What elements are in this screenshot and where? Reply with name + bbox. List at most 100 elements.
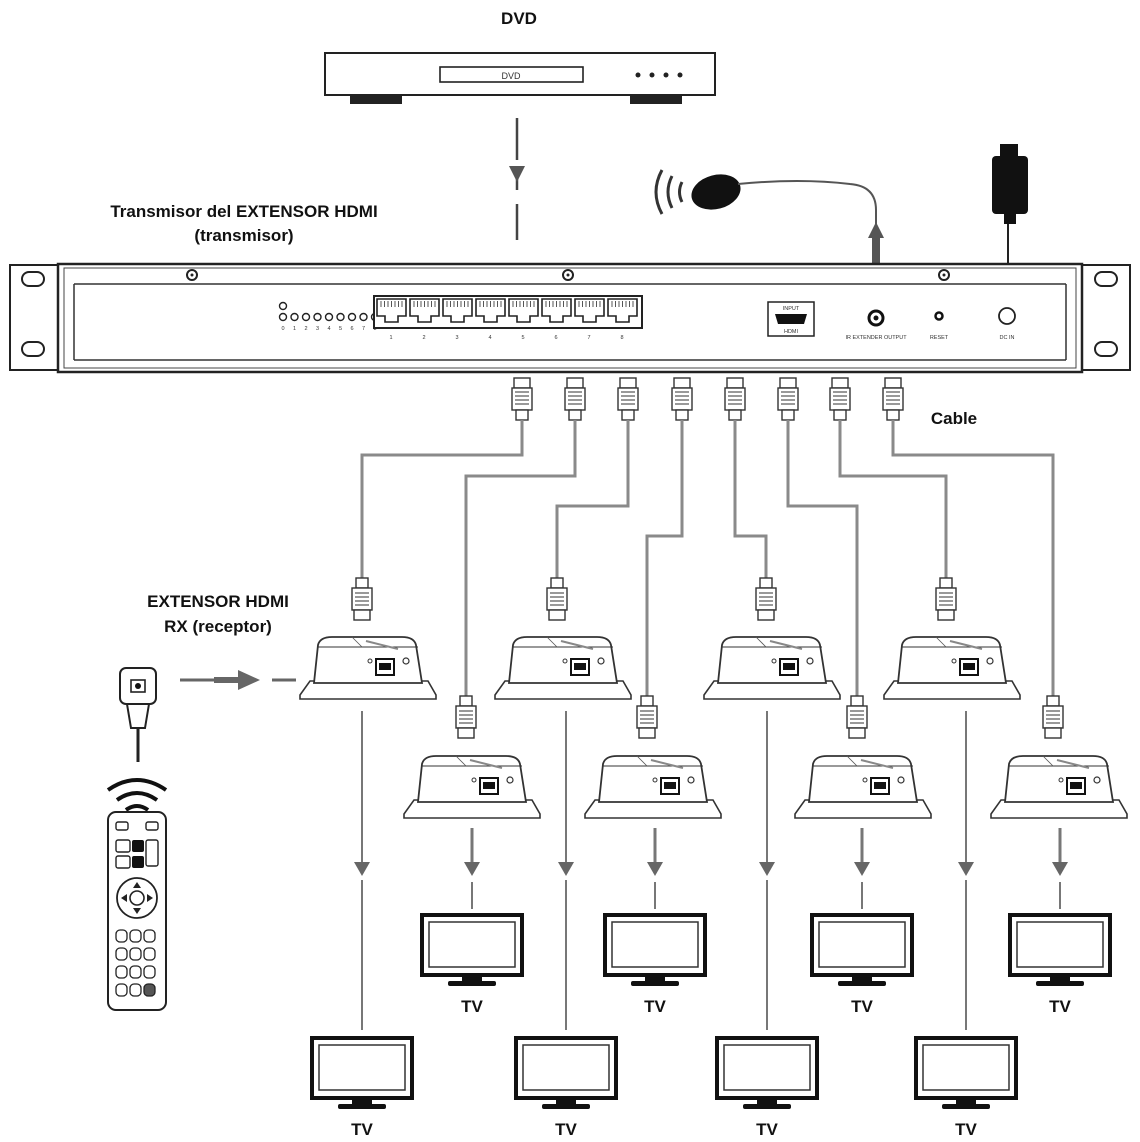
ir-output-label: IR EXTENDER OUTPUT xyxy=(845,335,907,341)
tv-label: TV xyxy=(644,997,666,1016)
hdmi-receiver xyxy=(403,755,541,819)
tv-set xyxy=(603,913,707,988)
rj45-plug xyxy=(351,577,373,621)
network-cable xyxy=(891,420,1055,696)
down-arrow xyxy=(854,862,870,876)
transmitter-label-line1: Transmisor del EXTENSOR HDMI xyxy=(110,202,377,221)
port-number: 2 xyxy=(422,335,425,341)
rj45-plug xyxy=(777,377,799,421)
down-arrow xyxy=(354,862,370,876)
status-led xyxy=(278,312,288,322)
rj45-plug xyxy=(671,377,693,421)
tv-label: TV xyxy=(1049,997,1071,1016)
network-cable xyxy=(733,420,768,578)
tv-label: TV xyxy=(851,997,873,1016)
dvd-label: DVD xyxy=(501,9,537,28)
down-arrow xyxy=(958,862,974,876)
port-number: 5 xyxy=(521,335,524,341)
remote-key xyxy=(129,947,142,961)
dvd-display-text: DVD xyxy=(501,71,521,81)
network-cables xyxy=(351,377,1064,739)
rj45-plug xyxy=(455,695,477,739)
rj45-port: 6 xyxy=(541,298,572,341)
rj45-plug xyxy=(829,377,851,421)
hdmi-input-bottom-label: HDMI xyxy=(784,329,799,335)
remote-key xyxy=(143,965,156,979)
status-led xyxy=(301,312,311,322)
hdmi-receiver xyxy=(794,755,932,819)
remote-key xyxy=(115,965,128,979)
receiver-label-line1: EXTENSOR HDMI xyxy=(147,592,289,611)
rj45-plug xyxy=(935,577,957,621)
down-arrow xyxy=(464,862,480,876)
led-number: 1 xyxy=(293,326,296,332)
port-number: 8 xyxy=(620,335,623,341)
network-cable xyxy=(555,420,630,578)
network-cable xyxy=(360,420,524,578)
tv-set xyxy=(810,913,914,988)
remote-key xyxy=(143,983,156,997)
remote-key xyxy=(115,947,128,961)
hdmi-receiver xyxy=(494,636,632,700)
port-number: 4 xyxy=(488,335,491,341)
led-number: 7 xyxy=(362,326,365,332)
tv-set xyxy=(1008,913,1112,988)
network-cable xyxy=(464,420,577,696)
tv-set xyxy=(914,1036,1018,1111)
remote-key xyxy=(129,965,142,979)
network-cable xyxy=(645,420,684,696)
tv-set xyxy=(310,1036,414,1111)
tv-set xyxy=(420,913,524,988)
hdmi-receiver xyxy=(299,636,437,700)
hdmi-receiver xyxy=(990,755,1128,819)
network-cable xyxy=(786,420,859,696)
remote-key xyxy=(129,929,142,943)
hdmi-receiver xyxy=(584,755,722,819)
rj45-plug xyxy=(546,577,568,621)
status-led xyxy=(359,312,368,322)
reset-label: RESET xyxy=(930,335,949,341)
led-number: 3 xyxy=(316,326,319,332)
rj45-port: 3 xyxy=(442,298,473,341)
tv-label: TV xyxy=(555,1120,577,1139)
rj45-port: 8 xyxy=(607,298,638,341)
remote-key xyxy=(143,929,156,943)
led-number: 5 xyxy=(339,326,342,332)
tv-set xyxy=(514,1036,618,1111)
down-arrow xyxy=(558,862,574,876)
port-number: 1 xyxy=(389,335,392,341)
cable-label: Cable xyxy=(931,409,977,428)
status-led xyxy=(336,312,345,322)
rj45-port: 2 xyxy=(409,298,440,341)
status-leds: 012345678 xyxy=(278,301,380,332)
tv-label: TV xyxy=(461,997,483,1016)
rj45-port: 1 xyxy=(376,298,407,341)
port-number: 7 xyxy=(587,335,590,341)
rj45-port: 5 xyxy=(508,298,539,341)
network-cable xyxy=(838,420,948,578)
status-led xyxy=(324,312,334,322)
ir-emitter xyxy=(654,169,884,300)
remote-key xyxy=(115,983,128,997)
rj45-plug xyxy=(724,377,746,421)
hdmi-receiver xyxy=(883,636,1021,700)
status-led xyxy=(290,312,299,322)
tv-set xyxy=(715,1036,819,1111)
rj45-plug xyxy=(1042,695,1064,739)
rj45-port: 4 xyxy=(475,298,506,341)
remote-key xyxy=(143,947,156,961)
port-number: 3 xyxy=(455,335,458,341)
remote-key xyxy=(129,983,142,997)
led-number: 0 xyxy=(281,326,284,332)
status-led xyxy=(313,312,322,322)
receiver-label-line2: RX (receptor) xyxy=(164,617,272,636)
remote-control xyxy=(106,778,168,1011)
down-arrow xyxy=(1052,862,1068,876)
rj45-plug xyxy=(846,695,868,739)
dvd-signal-arrow xyxy=(509,118,525,240)
down-arrow xyxy=(759,862,775,876)
rj45-port: 7 xyxy=(574,298,605,341)
